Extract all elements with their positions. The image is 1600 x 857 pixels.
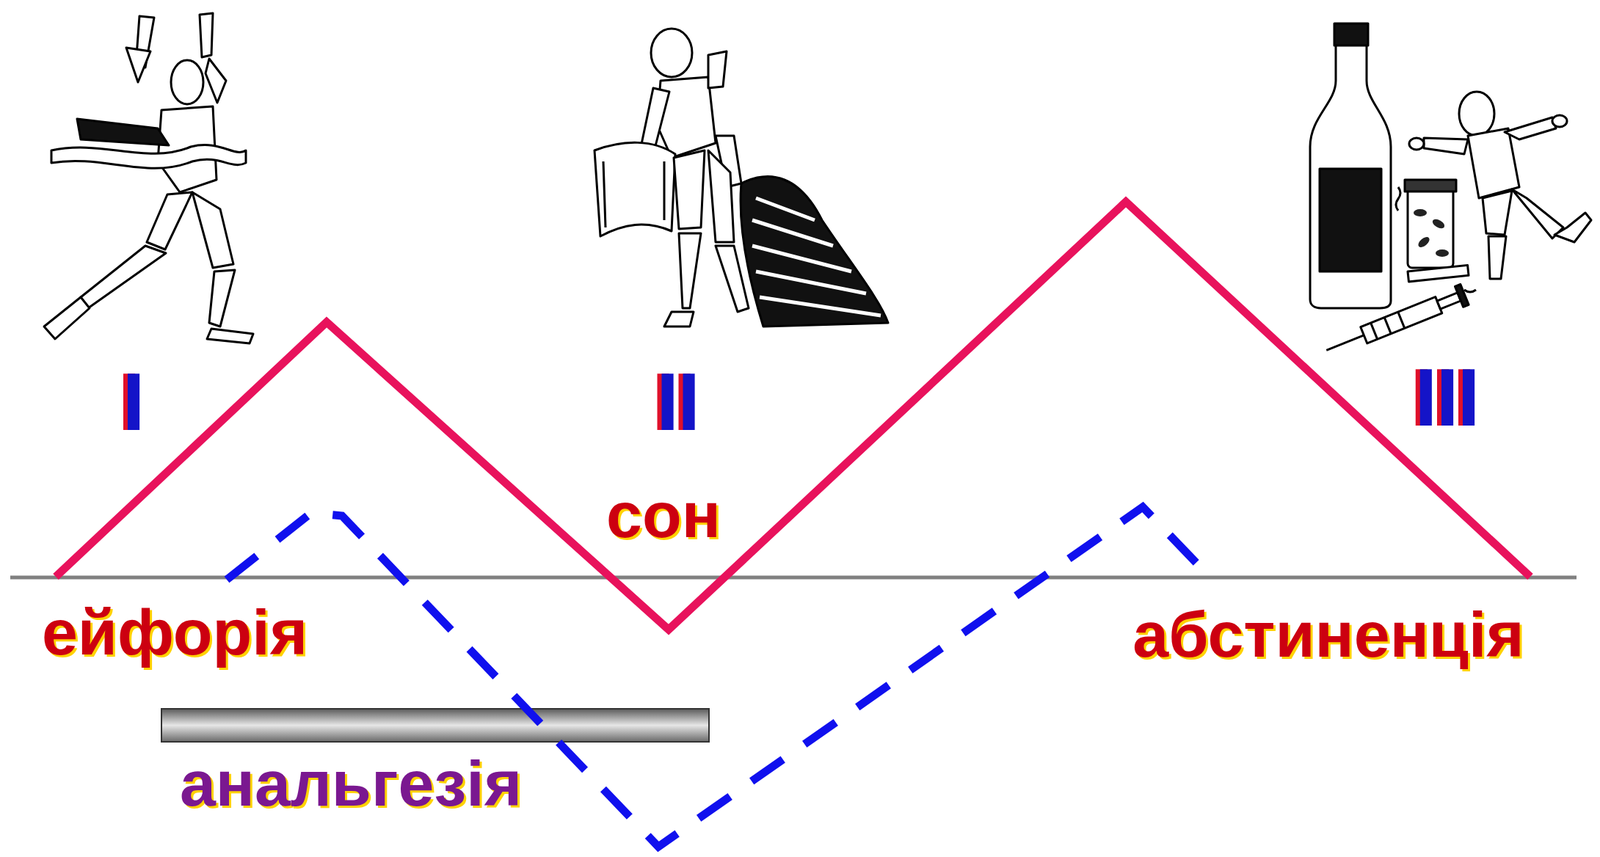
leg — [678, 233, 701, 309]
leg — [673, 150, 705, 229]
phase-number: I — [121, 361, 144, 444]
arm — [708, 51, 727, 89]
leg — [1488, 236, 1507, 279]
head — [1459, 91, 1495, 136]
arm — [205, 58, 227, 103]
tremor-marks — [1395, 187, 1476, 293]
cigarette — [1407, 264, 1469, 282]
leg — [1482, 190, 1512, 235]
leg — [209, 270, 235, 327]
effect-label: абстиненція — [1132, 602, 1524, 668]
bottle — [1310, 29, 1391, 309]
arm — [199, 13, 213, 58]
leg — [1511, 189, 1564, 239]
pill-jar — [1407, 187, 1454, 268]
leg — [80, 245, 166, 309]
foot — [206, 328, 254, 344]
leg — [192, 192, 234, 268]
bottle-label — [1319, 168, 1382, 272]
torso — [656, 77, 716, 158]
head — [651, 28, 693, 78]
pills — [1413, 209, 1449, 257]
effect-label: анальгезія — [179, 751, 522, 817]
pillow — [594, 142, 676, 237]
effect-label: ейфорія — [41, 600, 308, 665]
leg — [146, 192, 193, 250]
analgesia-bar — [161, 708, 709, 743]
leg — [708, 150, 734, 243]
foot — [44, 297, 90, 340]
head — [171, 60, 204, 105]
tie — [77, 118, 169, 146]
arm — [1504, 117, 1556, 140]
striped-blanket — [740, 176, 889, 327]
pillow-seam — [603, 161, 665, 228]
fist — [1409, 137, 1424, 150]
effect-label: сон — [606, 482, 721, 548]
addiction-figure — [1310, 23, 1592, 361]
arm — [1423, 137, 1468, 155]
syringe — [1322, 284, 1469, 362]
runner-figure — [44, 13, 254, 344]
phase-number: III — [1414, 356, 1479, 439]
bottle-cap — [1334, 23, 1369, 46]
leg — [715, 245, 749, 312]
torso — [1467, 128, 1520, 199]
fist — [1552, 115, 1567, 127]
sleeper-figure — [594, 28, 889, 327]
baseline — [10, 576, 1577, 580]
arm — [126, 47, 151, 83]
foot — [664, 311, 694, 327]
phase-number: II — [656, 361, 699, 444]
finish-ribbon — [51, 145, 246, 169]
leg — [1554, 212, 1592, 243]
blanket-stripes — [752, 198, 881, 316]
pill-jar-lid — [1404, 179, 1457, 192]
